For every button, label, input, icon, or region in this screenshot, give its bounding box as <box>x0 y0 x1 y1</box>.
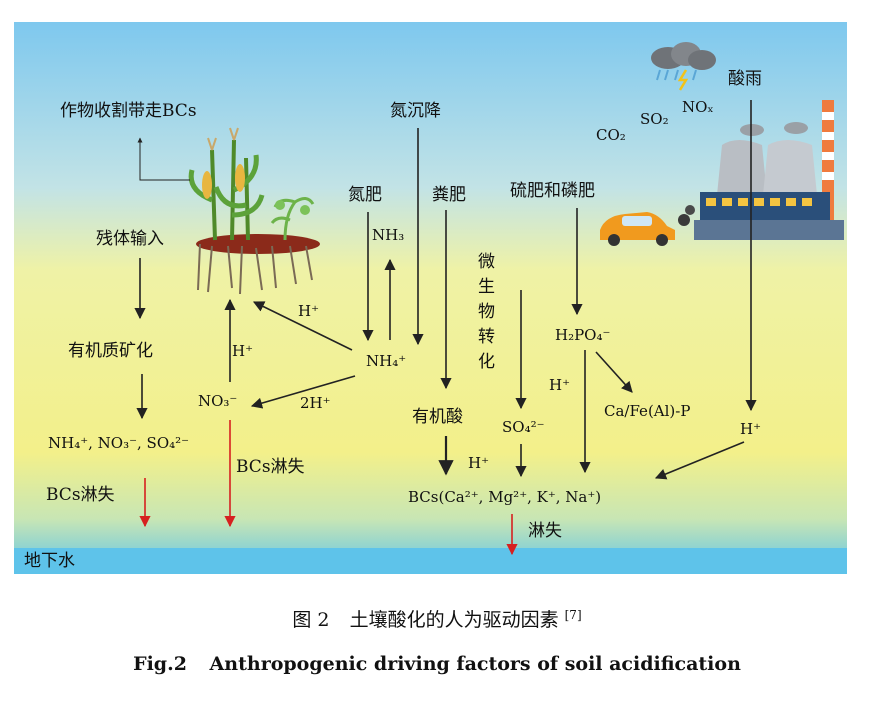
label-h2po4: H₂PO₄⁻ <box>555 326 610 344</box>
caption-en-prefix: Fig.2 <box>133 653 187 675</box>
label-om-mineralization: 有机质矿化 <box>68 341 153 361</box>
label-h-plus-4: H⁺ <box>740 420 761 438</box>
label-leach: 淋失 <box>528 521 562 541</box>
caption-cn: 图 2 土壤酸化的人为驱动因素 [7] <box>292 608 581 631</box>
label-n-deposition: 氮沉降 <box>390 101 441 121</box>
label-microbial-transform: 微生物转化 <box>474 252 495 377</box>
label-h-plus-1: H⁺ <box>298 302 319 320</box>
label-h-plus-2: H⁺ <box>232 342 253 360</box>
label-residue-input: 残体输入 <box>96 229 164 249</box>
label-manure: 粪肥 <box>432 185 466 205</box>
label-h-plus-5: H⁺ <box>468 454 489 472</box>
groundwater-band <box>14 548 847 574</box>
caption-cn-prefix: 图 2 <box>292 609 329 631</box>
label-so4: SO₄²⁻ <box>502 418 545 436</box>
figure-caption: 图 2 土壤酸化的人为驱动因素 [7] Fig.2 Anthropogenic … <box>133 608 741 675</box>
arrow-harvest <box>137 137 190 181</box>
cloud-icon <box>651 42 716 91</box>
label-nh4: NH₄⁺ <box>366 352 406 370</box>
label-co2: CO₂ <box>596 126 626 144</box>
label-nh3: NH₃ <box>372 226 404 244</box>
label-acid-rain: 酸雨 <box>728 69 762 89</box>
label-n-fertilizer: 氮肥 <box>348 185 382 205</box>
label-ions-list: NH₄⁺, NO₃⁻, SO₄²⁻ <box>48 434 189 452</box>
label-h-plus-3: H⁺ <box>549 376 570 394</box>
car-illustration <box>600 205 695 246</box>
caption-cn-title: 土壤酸化的人为驱动因素 <box>350 609 559 631</box>
label-ca-fe-al-p: Ca/Fe(Al)-P <box>604 402 690 420</box>
label-bcs-cations: BCs(Ca²⁺, Mg²⁺, K⁺, Na⁺) <box>408 488 601 506</box>
caption-en: Fig.2 Anthropogenic driving factors of s… <box>133 653 741 675</box>
label-crop-harvest: 作物收割带走BCs <box>60 101 197 121</box>
label-bcs-leach-left: BCs淋失 <box>46 485 115 505</box>
arrow-nh4-to-crops <box>252 301 353 351</box>
arrow-nh4-to-no3 <box>250 375 356 409</box>
caption-cn-ref: [7] <box>565 608 582 622</box>
arrow-h-to-bcs <box>654 441 745 480</box>
label-s-p-fertilizer: 硫肥和磷肥 <box>510 181 595 201</box>
factory-illustration <box>694 100 844 240</box>
background-panel <box>14 22 847 574</box>
label-no3: NO₃⁻ <box>198 392 237 410</box>
labels: 作物收割带走BCs 氮沉降 酸雨 CO₂ SO₂ NOₓ 氮肥 粪肥 硫肥和磷肥… <box>24 69 762 571</box>
leaching-arrows <box>139 420 518 556</box>
label-nox: NOₓ <box>682 98 714 116</box>
label-organic-acid: 有机酸 <box>412 407 463 427</box>
label-groundwater: 地下水 <box>24 551 75 571</box>
caption-en-title: Anthropogenic driving factors of soil ac… <box>209 653 742 675</box>
label-two-h-plus: 2H⁺ <box>300 394 331 412</box>
label-bcs-leach-mid: BCs淋失 <box>236 457 305 477</box>
label-so2: SO₂ <box>640 110 669 128</box>
crops-illustration <box>188 127 320 295</box>
arrow-h2po4-to-cafe <box>595 351 633 393</box>
arrows <box>134 100 757 480</box>
